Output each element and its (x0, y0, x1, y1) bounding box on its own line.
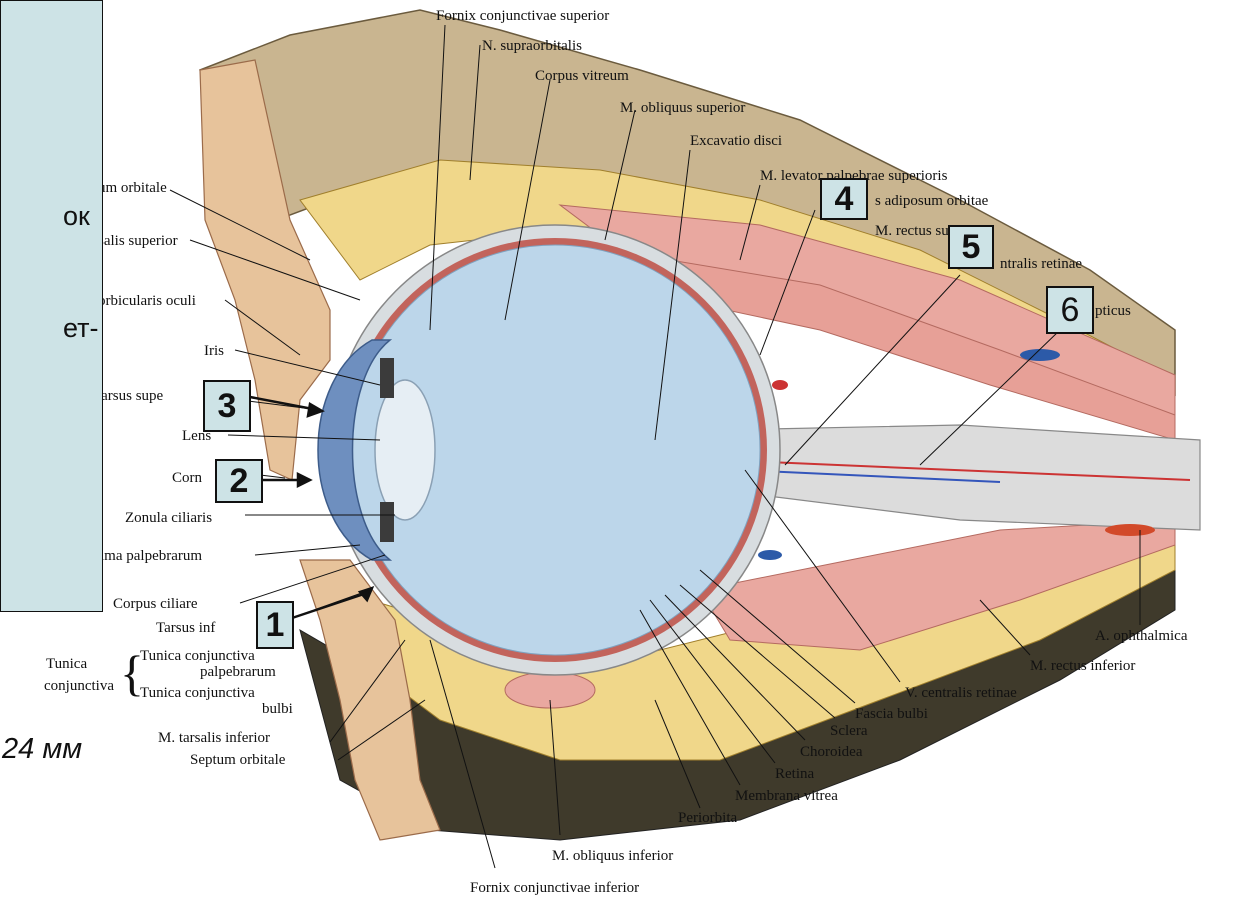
iris-upper (380, 358, 394, 398)
label-fornix-sup: Fornix conjunctivae superior (436, 8, 609, 24)
label-tc-bulbi1: Tunica conjunctiva (140, 685, 255, 701)
number-box-4: 4 (820, 178, 868, 220)
label-sclera: Sclera (830, 723, 868, 739)
vessel-dot (758, 550, 782, 560)
label-orbicularis: orbicularis oculi (98, 293, 196, 309)
label-obliquus-inf: M. obliquus inferior (552, 848, 673, 864)
label-fascia: Fascia bulbi (855, 706, 928, 722)
number-box-3: 3 (203, 380, 251, 432)
label-fornix-inf: Fornix conjunctivae inferior (470, 880, 639, 896)
vessel-dot (1105, 524, 1155, 536)
iris-lower (380, 502, 394, 542)
number-box-1: 1 (256, 601, 294, 649)
label-supraorbitalis: N. supraorbitalis (482, 38, 582, 54)
label-rima: Rima palpebrarum (90, 548, 202, 564)
label-periorbita: Periorbita (678, 810, 737, 826)
label-tc-palp1: Tunica conjunctiva (140, 648, 255, 664)
label-choroidea: Choroidea (800, 744, 863, 760)
label-tunica: Tunica (46, 656, 87, 672)
label-rectus-inf: M. rectus inferior (1030, 658, 1135, 674)
label-adiposum: s adiposum orbitae (875, 193, 989, 209)
label-corpus-vitreum: Corpus vitreum (535, 68, 629, 84)
label-tarsalis-sup: salis superior (98, 233, 178, 249)
label-membrana: Membrana vitrea (735, 788, 838, 804)
label-cornea: Corn (172, 470, 203, 486)
panel-bottom-text: 24 мм (2, 733, 82, 766)
label-iris: Iris (204, 343, 224, 359)
label-opticus: pticus (1095, 303, 1131, 319)
label-v-centralis: V. centralis retinae (905, 685, 1017, 701)
label-septum-sup: um orbitale (98, 180, 167, 196)
label-centralis-ret: ntralis retinae (1000, 256, 1082, 272)
panel-text-line2: ет- (63, 313, 98, 344)
number-box-2: 2 (215, 459, 263, 503)
label-tarsalis-inf: M. tarsalis inferior (158, 730, 270, 746)
lens (375, 380, 435, 520)
vessel-dot (772, 380, 788, 390)
label-obliquus-sup: M. obliquus superior (620, 100, 745, 116)
vessel-dot (1020, 349, 1060, 361)
side-panel: ок ет- (0, 0, 103, 612)
label-conjunctiva: conjunctiva (44, 678, 114, 694)
label-ophthalmica: A. ophthalmica (1095, 628, 1188, 644)
panel-text-line1: ок (63, 201, 90, 232)
label-tarsus-inf: Tarsus inf (156, 620, 215, 636)
label-tarsus-sup: Tarsus supe (93, 388, 164, 404)
label-retina: Retina (775, 766, 814, 782)
label-tc-bulbi2: bulbi (262, 701, 293, 717)
number-box-6: 6 (1046, 286, 1094, 334)
number-box-5: 5 (948, 225, 994, 269)
label-excavatio: Excavatio disci (690, 133, 782, 149)
label-tc-palp2: palpebrarum (200, 664, 276, 680)
label-septum-inf: Septum orbitale (190, 752, 286, 768)
label-ciliare: Corpus ciliare (113, 596, 198, 612)
label-zonula: Zonula ciliaris (125, 510, 212, 526)
